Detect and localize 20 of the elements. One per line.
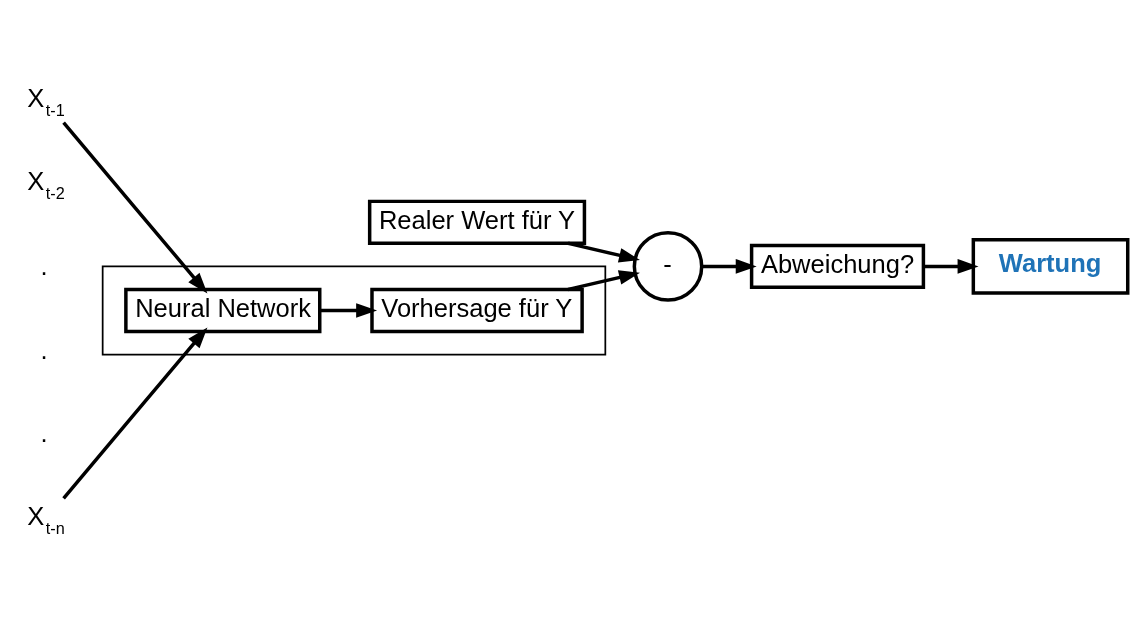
node-circle: - — [632, 231, 704, 302]
label: . — [40, 252, 48, 281]
arrow — [567, 270, 640, 292]
label: . — [40, 335, 48, 364]
label: X$_{t-2}$ — [27, 167, 65, 203]
node-text: X$_{t-n}$ — [27, 501, 65, 537]
node-box: Wartung — [971, 237, 1130, 295]
arrow — [701, 259, 757, 274]
arrow — [923, 259, 979, 274]
arrow — [567, 241, 640, 263]
cluster — [101, 265, 607, 356]
node-box: Vorhersage für Y — [370, 287, 584, 334]
node-box: Abweichung? — [749, 243, 926, 289]
node-box: Realer Wert für Y — [367, 199, 587, 245]
label: . — [40, 419, 48, 448]
arrow — [62, 121, 208, 294]
arrow — [319, 303, 378, 318]
node-text: X$_{t-1}$ — [27, 83, 65, 119]
arrow — [62, 327, 208, 500]
node-box: Neural Network — [124, 287, 322, 334]
